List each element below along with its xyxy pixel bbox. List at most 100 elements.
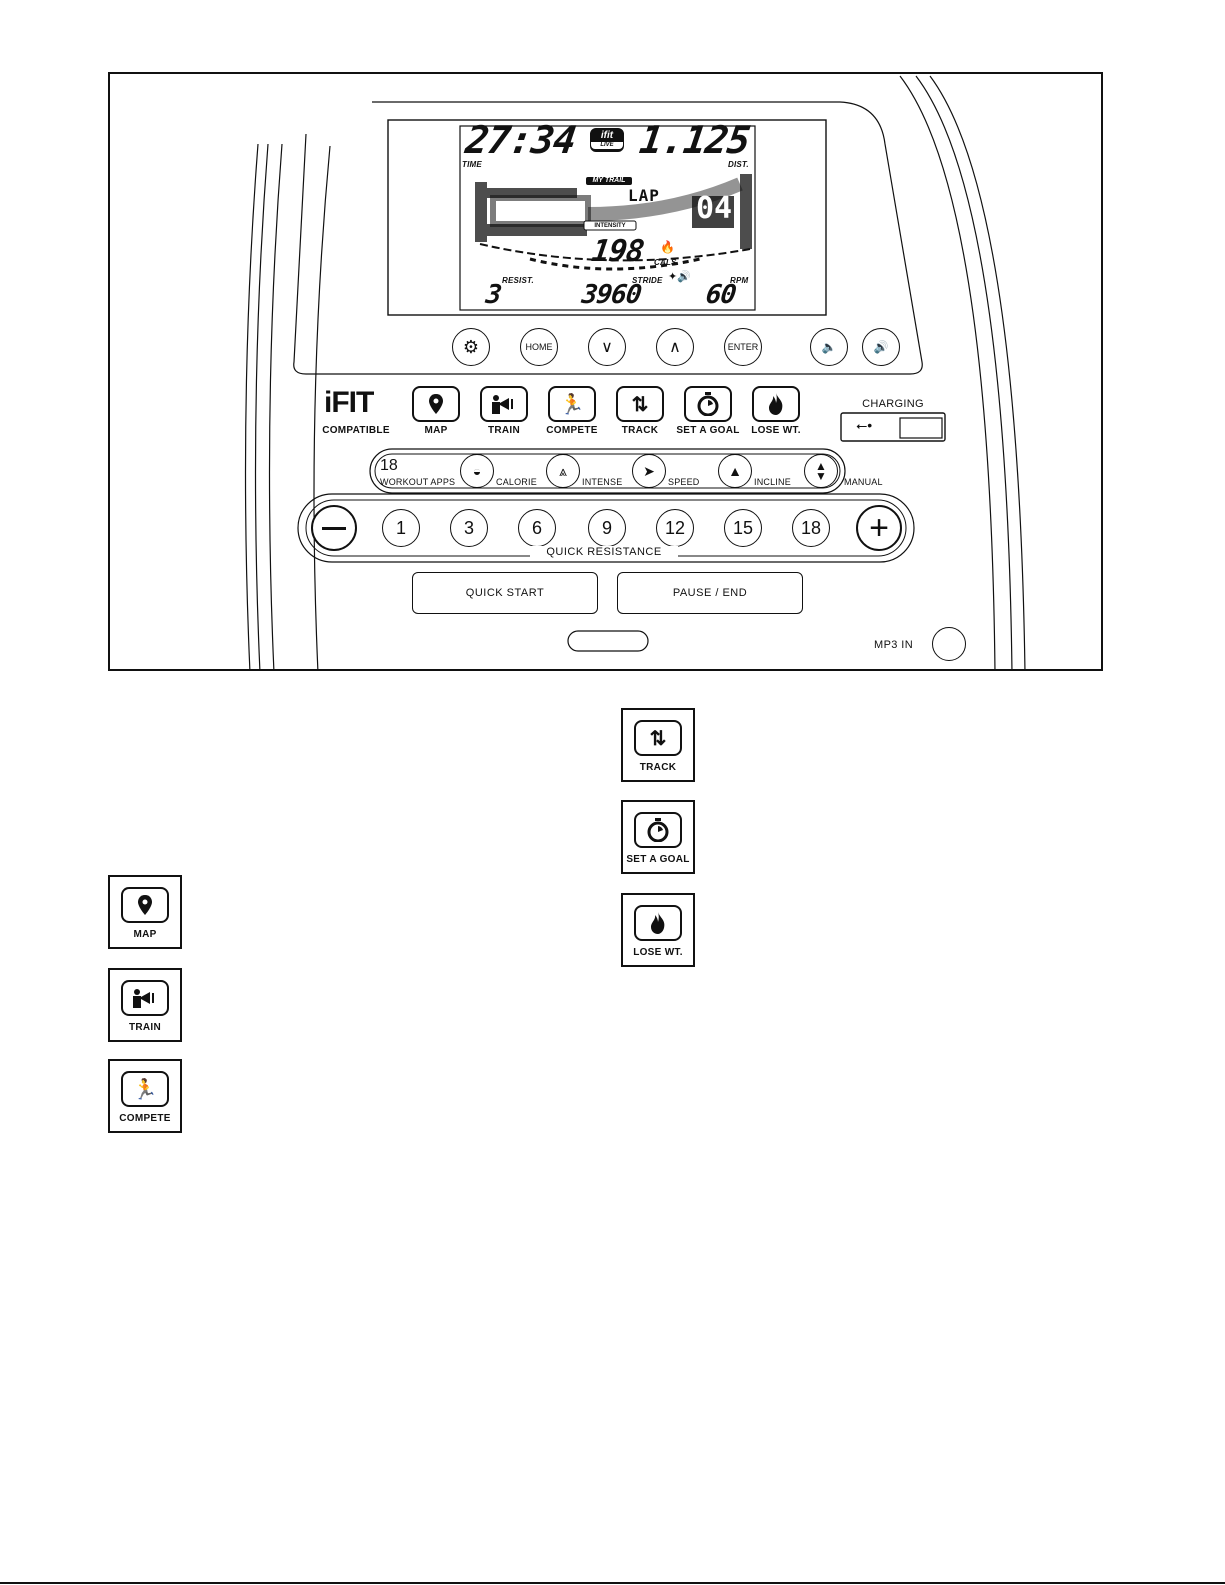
ifit-badge-text: ifit — [600, 130, 614, 141]
ref-train-label: TRAIN — [128, 1022, 162, 1033]
resistance-level-1-button[interactable]: 1 — [382, 509, 420, 547]
map-pin-icon — [138, 895, 152, 915]
console-outline-art — [244, 75, 1026, 669]
lcd-rpm-value: 60 — [703, 280, 738, 310]
rpm-label: RPM — [730, 276, 749, 285]
enter-label: ENTER — [727, 342, 759, 352]
ifit-compete-button[interactable]: 🏃 — [548, 386, 596, 422]
home-button[interactable]: HOME — [520, 328, 558, 366]
workout-manual-label: MANUAL — [844, 477, 883, 487]
stopwatch-icon — [647, 818, 669, 842]
workout-calorie-button[interactable]: ◒ — [460, 454, 494, 488]
ref-compete-button: 🏃 COMPETE — [108, 1059, 182, 1133]
minus-icon — [322, 526, 346, 530]
incline-mountain-icon: ▲ — [728, 463, 742, 479]
lap-label: LAP — [628, 186, 660, 205]
stopwatch-icon — [697, 392, 719, 416]
ifit-train-label: TRAIN — [487, 425, 521, 436]
chevron-down-icon: ∨ — [601, 339, 613, 356]
volume-low-icon: 🔈 — [821, 340, 837, 354]
up-button[interactable]: ∧ — [656, 328, 694, 366]
resistance-level-15-button[interactable]: 15 — [724, 509, 762, 547]
plus-icon: + — [869, 509, 889, 547]
workout-intense-button[interactable]: ⩓ — [546, 454, 580, 488]
lcd-track-graphic — [475, 174, 752, 271]
chevron-up-icon: ∧ — [669, 339, 681, 356]
workout-speed-button[interactable]: ➤ — [632, 454, 666, 488]
ifit-live-badge: ifit LIVE — [590, 128, 624, 152]
pause-end-button[interactable]: PAUSE / END — [617, 572, 803, 614]
ref-track-inner: ⇅ — [634, 720, 682, 756]
ref-set-goal-inner — [634, 812, 682, 848]
ref-map-label: MAP — [133, 929, 157, 940]
ref-set-goal-label: SET A GOAL — [626, 854, 690, 865]
resistance-plus-button[interactable]: + — [856, 505, 902, 551]
ifit-track-button[interactable]: ⇅ — [616, 386, 664, 422]
fan-volume-icon: ✦🔊 — [668, 271, 691, 283]
quick-start-button[interactable]: QUICK START — [412, 572, 598, 614]
lap-value: 04 — [696, 191, 733, 226]
resistance-minus-button[interactable] — [311, 505, 357, 551]
ifit-lose-weight-label: LOSE WT. — [751, 425, 801, 436]
ref-map-inner — [121, 887, 169, 923]
ref-map-button: MAP — [108, 875, 182, 949]
ifit-set-goal-label: SET A GOAL — [676, 425, 740, 436]
ref-track-button: ⇅ TRACK — [621, 708, 695, 782]
manual-updown-icon: ▲▼ — [815, 459, 827, 483]
workout-incline-label: INCLINE — [754, 477, 791, 487]
settings-button[interactable]: ⚙ — [452, 328, 490, 366]
ref-set-goal-button: SET A GOAL — [621, 800, 695, 874]
ref-lose-weight-button: LOSE WT. — [621, 893, 695, 967]
mp3-in-label: MP3 IN — [874, 639, 914, 651]
runner-icon: 🏃 — [559, 393, 585, 416]
stride-label: STRIDE — [632, 276, 663, 285]
mp3-jack[interactable] — [932, 627, 966, 661]
enter-button[interactable]: ENTER — [724, 328, 762, 366]
ifit-train-button[interactable] — [480, 386, 528, 422]
lcd-time-value: 27:34 — [462, 118, 579, 162]
flame-icon — [769, 393, 783, 415]
resistance-level-6-button[interactable]: 6 — [518, 509, 556, 547]
ref-compete-label: COMPETE — [119, 1113, 171, 1124]
quick-resistance-label: QUICK RESISTANCE — [530, 546, 678, 558]
map-pin-icon — [429, 394, 443, 414]
resistance-level-3-button[interactable]: 3 — [450, 509, 488, 547]
resist-label: RESIST. — [502, 276, 534, 285]
calorie-icon: ◒ — [472, 463, 482, 479]
volume-up-button[interactable]: 🔊 — [862, 328, 900, 366]
intense-peaks-icon: ⩓ — [559, 462, 567, 479]
ref-track-label: TRACK — [639, 762, 677, 773]
usb-icon[interactable]: ⭠• — [856, 417, 873, 433]
ifit-lose-weight-button[interactable] — [752, 386, 800, 422]
volume-down-button[interactable]: 🔈 — [810, 328, 848, 366]
track-arrows-icon: ⇅ — [649, 727, 667, 750]
track-arrows-icon: ⇅ — [631, 393, 649, 416]
home-label: HOME — [525, 342, 553, 352]
trainer-megaphone-icon — [492, 395, 513, 414]
ifit-set-goal-button[interactable] — [684, 386, 732, 422]
ifit-compete-label: COMPETE — [546, 425, 598, 436]
flame-icon — [651, 912, 665, 934]
live-label: LIVE — [591, 142, 623, 149]
intensity-label: INTENSITY — [594, 223, 626, 229]
resistance-level-9-button[interactable]: 9 — [588, 509, 626, 547]
workout-intense-label: INTENSE — [582, 477, 623, 487]
volume-high-icon: 🔊 — [873, 340, 889, 354]
ifit-logo: iFIT — [324, 386, 374, 419]
ref-lose-weight-label: LOSE WT. — [633, 947, 683, 958]
my-trail-label: MY TRAIL — [592, 177, 626, 184]
ifit-map-button[interactable] — [412, 386, 460, 422]
lcd-stride-value: 3960 — [579, 280, 643, 310]
cals-label: CALS. — [654, 258, 679, 267]
resistance-level-18-button[interactable]: 18 — [792, 509, 830, 547]
trainer-megaphone-icon — [133, 989, 154, 1008]
down-button[interactable]: ∨ — [588, 328, 626, 366]
workout-count: 18 — [380, 457, 398, 474]
workout-incline-button[interactable]: ▲ — [718, 454, 752, 488]
resistance-level-12-button[interactable]: 12 — [656, 509, 694, 547]
gear-icon: ⚙ — [462, 336, 480, 357]
ifit-compatible-label: COMPATIBLE — [322, 425, 390, 436]
workout-manual-button[interactable]: ▲▼ — [804, 454, 838, 488]
flame-small-icon: 🔥 — [660, 240, 675, 254]
lcd-dist-label: DIST. — [728, 160, 749, 169]
